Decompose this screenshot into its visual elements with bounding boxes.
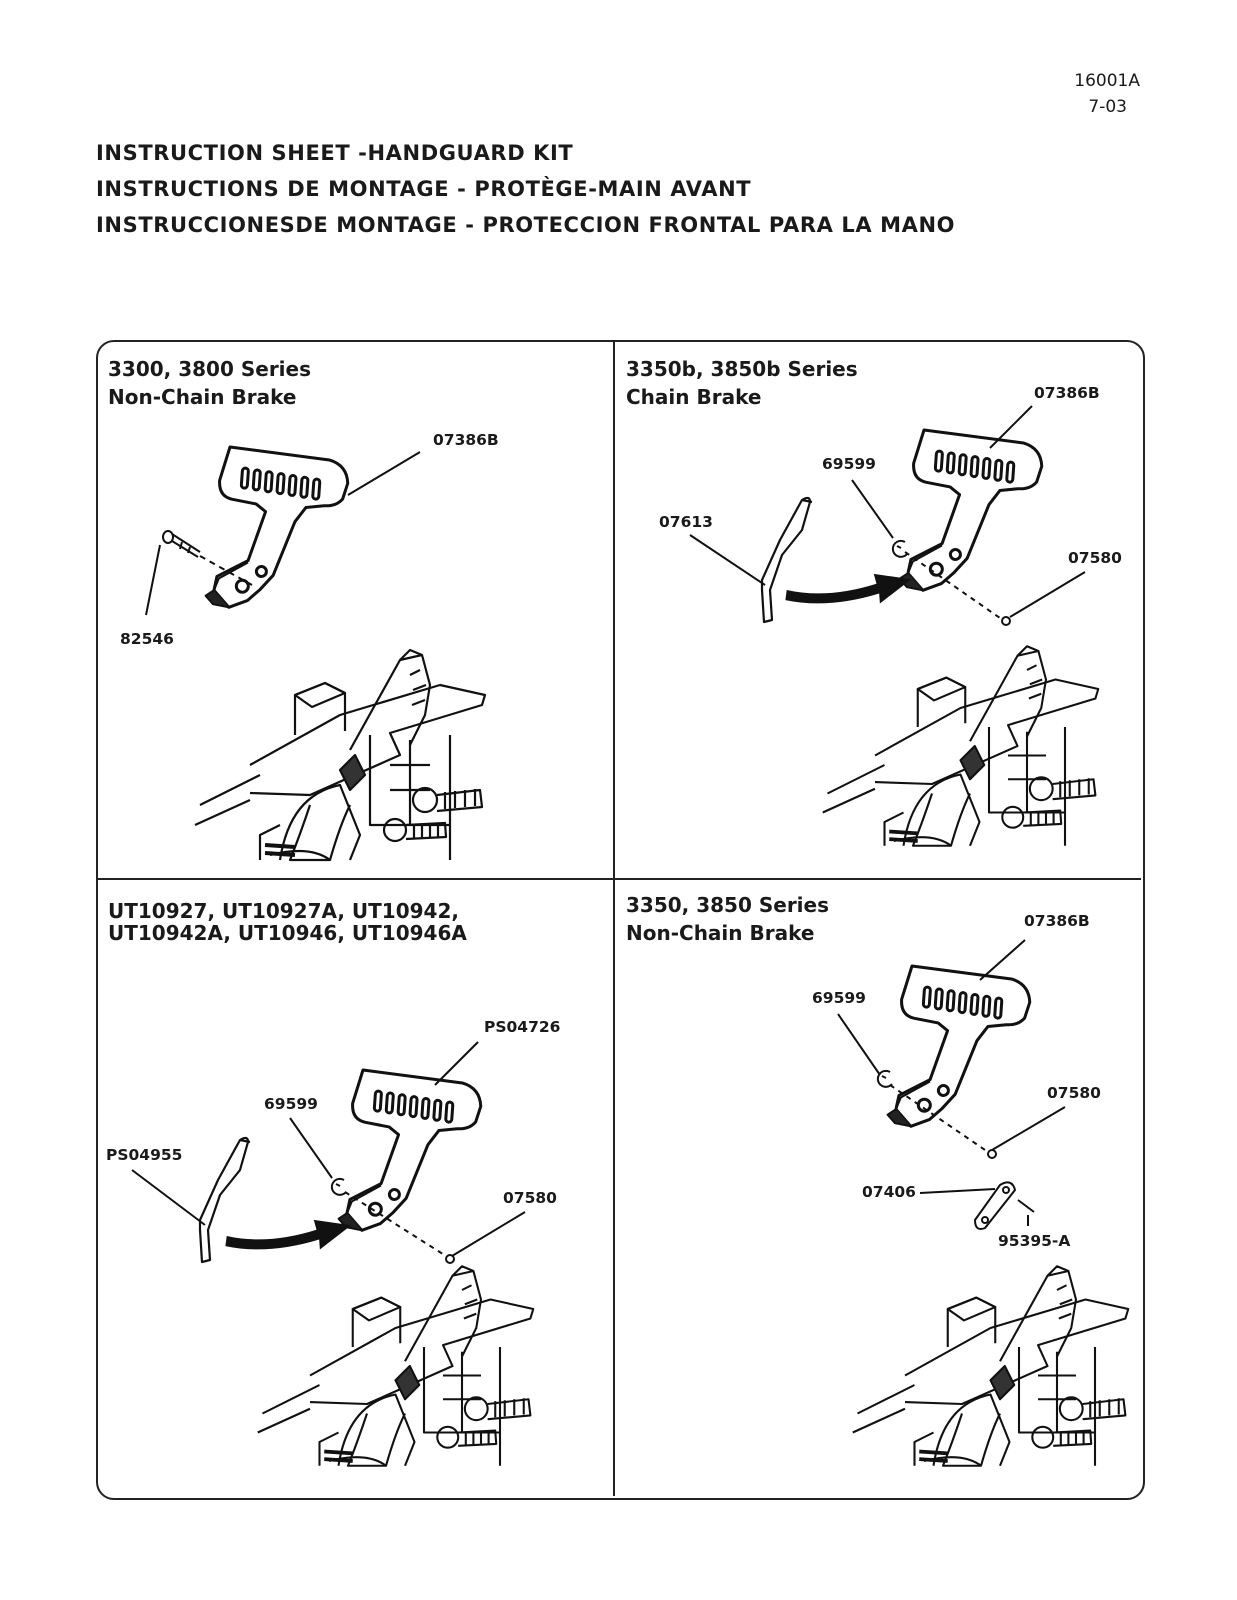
document-date: 7-03 <box>1088 97 1127 117</box>
panel3-title-line1: UT10927, UT10927A, UT10942, <box>108 899 459 923</box>
panel4-part-label: 69599 <box>812 989 866 1007</box>
panel4-part-label: 07580 <box>1047 1084 1101 1102</box>
panel3-part-label: 69599 <box>264 1095 318 1113</box>
title-english: INSTRUCTION SHEET -HANDGUARD KIT <box>96 141 574 165</box>
panel4-title-line2: Non-Chain Brake <box>626 921 815 945</box>
panel4-part-label: 95395-A <box>998 1232 1071 1250</box>
panel1-part-label: 82546 <box>120 630 174 648</box>
horizontal-divider <box>97 878 1141 880</box>
title-french: INSTRUCTIONS DE MONTAGE - PROTÈGE-MAIN A… <box>96 177 752 201</box>
panel2-title-line1: 3350b, 3850b Series <box>626 357 858 381</box>
panel4-illustration <box>837 939 1131 1468</box>
panel3-part-label: 07580 <box>503 1189 557 1207</box>
panel4-part-label: 07386B <box>1024 912 1090 930</box>
panel3-part-label: PS04726 <box>484 1018 561 1036</box>
panel2-part-label: 07613 <box>659 513 713 531</box>
panel2-part-label: 69599 <box>822 455 876 473</box>
panel4-title-line1: 3350, 3850 Series <box>626 893 830 917</box>
vertical-divider <box>613 341 615 1496</box>
title-spanish: INSTRUCCIONESDE MONTAGE - PROTECCION FRO… <box>96 213 956 237</box>
panel2-title-line2: Chain Brake <box>626 385 762 409</box>
panel3-title-line2: UT10942A, UT10946, UT10946A <box>108 921 467 945</box>
panel2-part-label: 07580 <box>1068 549 1122 567</box>
panel3-part-label: PS04955 <box>106 1146 183 1164</box>
diagram-frame <box>96 340 1145 1500</box>
panel1-title-line1: 3300, 3800 Series <box>108 357 312 381</box>
panel2-part-label: 07386B <box>1034 384 1100 402</box>
panel1-illustration <box>145 444 487 862</box>
panel1-part-label: 07386B <box>433 431 499 449</box>
panel2-illustration <box>689 405 1101 848</box>
document-number: 16001A <box>1074 71 1140 91</box>
panel4-part-label: 07406 <box>862 1183 916 1201</box>
title-block: INSTRUCTION SHEET -HANDGUARD KIT INSTRUC… <box>96 135 955 243</box>
panel1-title-line2: Non-Chain Brake <box>108 385 297 409</box>
panel3-illustration <box>131 1041 536 1468</box>
